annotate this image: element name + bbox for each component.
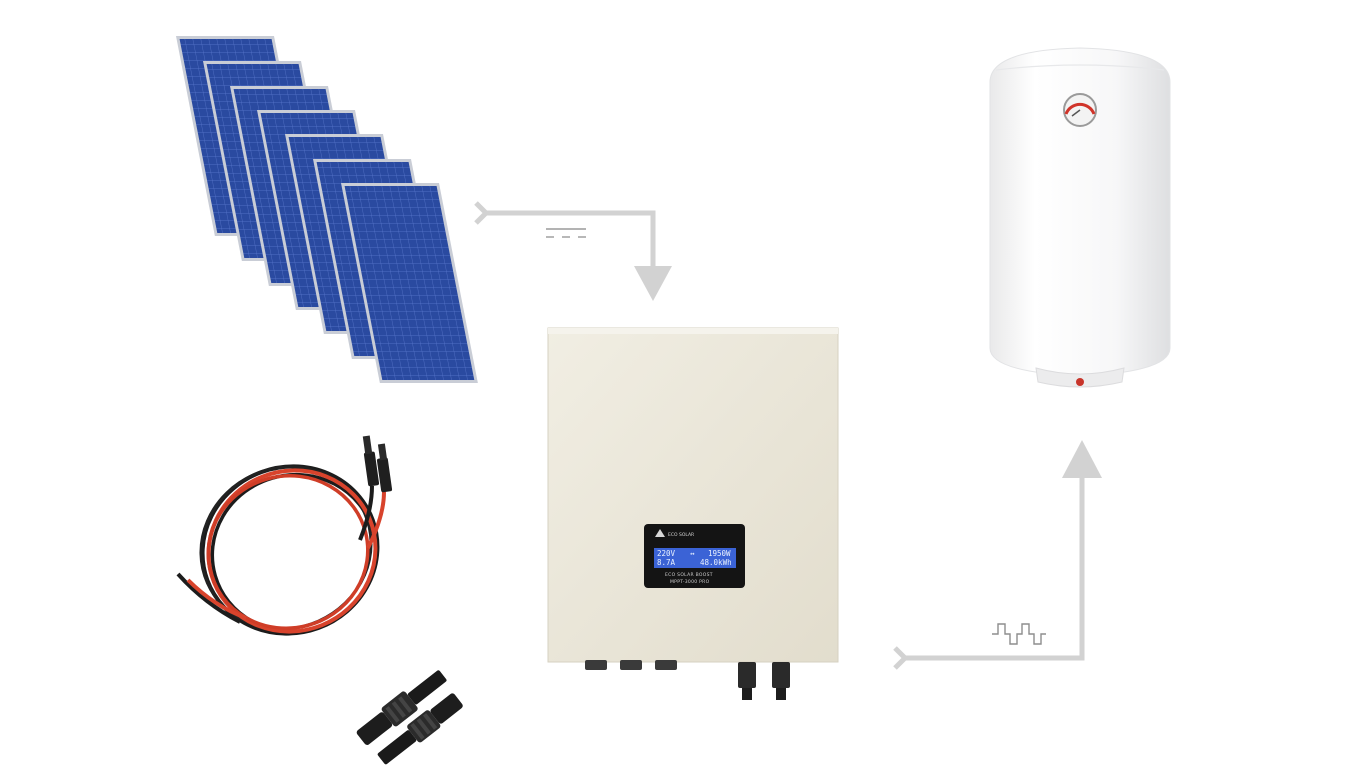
dc-input-connector-icon: [772, 662, 790, 688]
pv-cable-icon: [176, 435, 393, 636]
solar-boost-inverter-icon: ECO SOLAR 220V ↔ 1950W 8.7A 48.0kWh ECO …: [547, 327, 839, 700]
solar-panel-array: [176, 36, 478, 383]
indicator-light-icon: [1076, 378, 1084, 386]
lcd-power: 1950W: [708, 549, 731, 558]
inverter-front-panel: ECO SOLAR 220V ↔ 1950W 8.7A 48.0kWh ECO …: [644, 524, 745, 588]
electric-boiler-icon: [989, 47, 1171, 388]
arrow-head-icon: [1062, 440, 1102, 478]
modified-square-wave-symbol: [992, 623, 1046, 645]
mc4-connector-icon: [356, 670, 463, 765]
thermostat-dial-icon: [1063, 93, 1097, 127]
lcd-voltage: 220V: [657, 549, 676, 558]
dc-current-symbol: [546, 228, 586, 238]
logo-icon: [655, 529, 665, 537]
solar-panel-icon: [341, 183, 478, 383]
lcd-direction: ↔: [690, 549, 695, 558]
arrow-head-icon: [634, 266, 672, 301]
lcd-screen: [654, 548, 736, 568]
dc-flow-arrow: [474, 201, 672, 301]
inverter-brand: ECO SOLAR: [668, 532, 694, 538]
ac-flow-arrow: [893, 440, 1102, 670]
inverter-model-line1: ECO SOLAR BOOST: [665, 572, 713, 578]
inverter-model-line2: MPPT-3000 PRO: [670, 579, 710, 585]
lcd-energy: 48.0kWh: [700, 558, 732, 567]
dc-input-connector-icon: [738, 662, 756, 688]
lcd-current: 8.7A: [657, 558, 676, 567]
